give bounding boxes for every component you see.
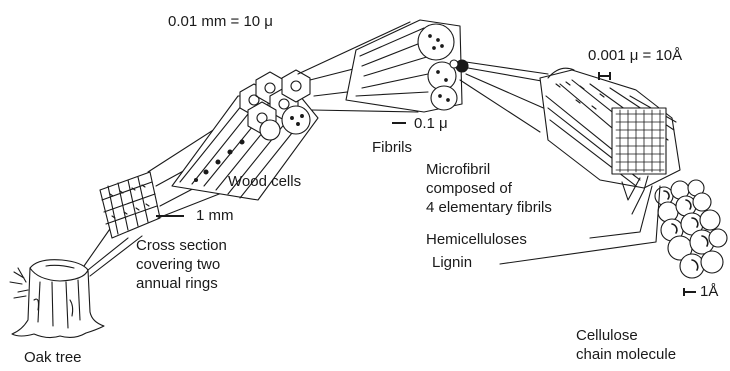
scale-label-1a: 1Å — [700, 282, 718, 301]
label-oak-tree: Oak tree — [24, 348, 82, 367]
label-lignin: Lignin — [432, 253, 472, 272]
scale-bar-10a-tick-right — [609, 72, 611, 80]
cellulose-chain-molecule-icon — [650, 176, 727, 278]
scale-label-0.1mu: 0.1 μ — [414, 114, 448, 133]
scale-label-10a: 0.001 μ = 10Å — [588, 46, 682, 65]
label-microfibril-line-1: Microfibril — [426, 160, 552, 179]
cross-section-block-icon — [100, 172, 160, 238]
microfibril-bundle-icon — [540, 68, 680, 188]
label-cross-section-line-1: Cross section — [136, 236, 227, 255]
label-hemicelluloses: Hemicelluloses — [426, 230, 527, 249]
label-microfibril: Microfibril composed of 4 elementary fib… — [426, 160, 552, 217]
label-cross-section-line-2: covering two — [136, 255, 227, 274]
label-fibrils: Fibrils — [372, 138, 412, 157]
scale-bar-0.1mu — [392, 122, 406, 124]
label-cellulose-line-2: chain molecule — [576, 345, 676, 364]
scale-label-10mu: 0.01 mm = 10 μ — [168, 12, 273, 31]
scale-bar-1mm — [156, 215, 184, 217]
label-wood-cells: Wood cells — [228, 172, 301, 191]
label-cellulose-line-1: Cellulose — [576, 326, 676, 345]
scale-bar-1a — [683, 291, 696, 293]
label-microfibril-line-2: composed of — [426, 179, 552, 198]
oak-tree-stump-icon — [10, 260, 104, 338]
label-cross-section: Cross section covering two annual rings — [136, 236, 227, 293]
fibrils-bundle-icon — [346, 20, 468, 112]
label-microfibril-line-3: 4 elementary fibrils — [426, 198, 552, 217]
label-cellulose: Cellulose chain molecule — [576, 326, 676, 364]
scale-label-1mm: 1 mm — [196, 206, 234, 225]
label-cross-section-line-3: annual rings — [136, 274, 227, 293]
